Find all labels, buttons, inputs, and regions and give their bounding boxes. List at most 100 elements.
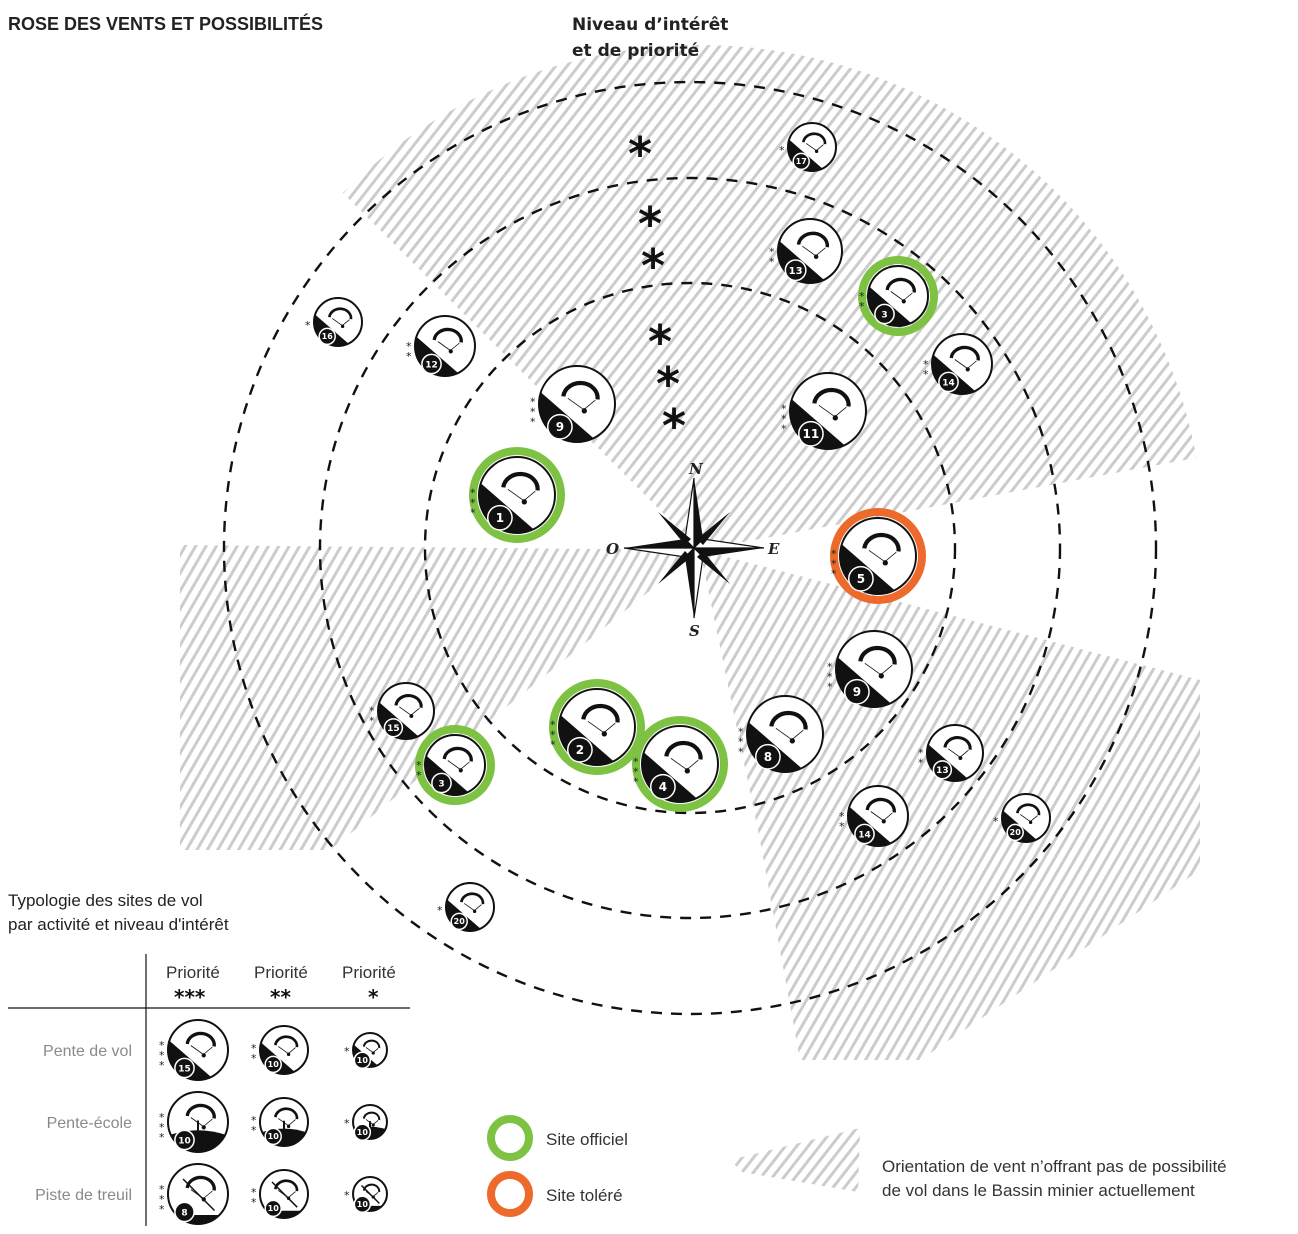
pilot-icon [814, 149, 819, 154]
site-priority-star: * [344, 1045, 350, 1058]
suspension-lines [670, 757, 688, 771]
site-number: 13 [789, 266, 803, 277]
site-number-badge [264, 1055, 282, 1074]
priority-ring-3-stars [423, 281, 957, 815]
suspension-lines [278, 1190, 289, 1198]
suspension-lines [190, 1045, 204, 1055]
compass-point-north [694, 478, 703, 548]
suspension-lines [818, 404, 836, 418]
site-priority-star: * [781, 422, 787, 435]
site-priority-star: * [406, 350, 412, 363]
site-priority-star: * [251, 1052, 257, 1065]
site-number-badge [353, 1051, 372, 1069]
site-number: 13 [936, 766, 949, 776]
site-number-badge [874, 303, 895, 325]
suspension-lines [190, 1189, 204, 1199]
site-priority-star: * [633, 765, 639, 778]
no-wind-legend: Orientation de vent n’offrant pas de pos… [730, 1128, 1227, 1200]
site-number-badge [754, 743, 781, 770]
site-number: 4 [659, 780, 667, 794]
site-number: 10 [268, 1132, 280, 1141]
status-ring [469, 447, 565, 543]
status-ring [632, 716, 728, 812]
no-wind-zone-north-west [240, 45, 700, 550]
pilot-icon [371, 1195, 375, 1199]
site-number-badge [421, 353, 442, 375]
typology-title-line-1: Typologie des sites de vol [8, 891, 203, 910]
site-number-badge [938, 371, 959, 393]
compass-point-east [694, 548, 764, 557]
canopy-icon [885, 277, 916, 293]
site-priority-star: * [779, 144, 785, 157]
compass-point-east-light [692, 538, 765, 549]
site-number: 1 [496, 511, 504, 525]
canopy-icon [460, 892, 485, 905]
suspension-lines [967, 360, 977, 369]
suspension-lines [474, 904, 482, 911]
suspension-lines [686, 759, 699, 771]
site-number-badge [797, 420, 824, 447]
site-priority-star: * [923, 358, 929, 371]
site-marker-8: 8*** [738, 695, 824, 773]
site-marker-17: 17* [779, 122, 837, 172]
pilot-icon [371, 1051, 375, 1055]
pilot-icon [340, 324, 345, 328]
site-officiel-ring [487, 1115, 533, 1161]
site-priority-star: * [738, 725, 744, 738]
suspension-lines [567, 397, 585, 411]
suspension-lines [884, 551, 897, 563]
site-marker-11: 11*** [781, 372, 867, 450]
site-priority-star: * [159, 1059, 165, 1072]
pilot-icon [286, 1052, 291, 1056]
pilot-icon [286, 1124, 291, 1128]
site-priority-star: * [416, 769, 422, 782]
site-marker-15: 15** [369, 682, 435, 740]
typology-icons: 15***10**10*10***10**10*8***10**10* [159, 1019, 388, 1225]
legend-icon-pente-ecole-2: 10** [251, 1097, 309, 1147]
site-priority-star: * [470, 486, 476, 499]
site-priority-star: * [530, 395, 536, 408]
suspension-lines [288, 1191, 296, 1198]
site-number-badge [174, 1057, 195, 1079]
site-number: 16 [322, 332, 334, 341]
site-marker-13: 13** [769, 218, 843, 284]
site-number: 14 [858, 830, 871, 840]
site-priority-star: * [918, 746, 924, 759]
suspension-lines [583, 399, 596, 411]
priority-marker-3-stars-c: * [662, 399, 686, 453]
suspension-lines [278, 1118, 289, 1126]
site-priority-star: * [550, 738, 556, 751]
legend-icon-pente-de-vol-2: 10** [251, 1025, 309, 1075]
suspension-lines [203, 1190, 213, 1199]
pilot-icon [813, 254, 819, 259]
site-marker-16: 16* [305, 297, 363, 347]
site-number: 20 [454, 917, 466, 926]
site-priority-star: * [831, 557, 837, 570]
site-priority-star: * [251, 1196, 257, 1209]
suspension-lines [806, 143, 817, 151]
suspension-lines [523, 490, 536, 502]
priority-marker-1-star: * [628, 127, 652, 181]
compass-rose: N E S O [606, 460, 780, 640]
canopy-icon [442, 746, 473, 762]
site-marker-2: 2*** [549, 679, 645, 775]
site-priority-star: * [470, 506, 476, 519]
canopy-icon [949, 345, 980, 361]
suspension-lines [603, 722, 616, 734]
pilot-icon [965, 367, 970, 372]
site-number-badge [566, 736, 593, 763]
canopy-icon [664, 740, 703, 760]
site-priority-star: * [251, 1186, 257, 1199]
suspension-lines [815, 247, 826, 257]
row-label-pente-de-vol: Pente de vol [43, 1043, 132, 1060]
column-stars-2: ** [270, 985, 291, 1009]
no-wind-label-line-1: Orientation de vent n’offrant pas de pos… [882, 1157, 1227, 1176]
site-priority-star: * [859, 300, 865, 313]
interest-heading-line-1: Niveau d’intérêt [572, 15, 728, 35]
pilot-icon [881, 819, 886, 824]
pilot-icon [521, 499, 527, 505]
canopy-icon [362, 1183, 381, 1193]
site-number: 14 [942, 378, 955, 388]
site-priority-star: * [738, 745, 744, 758]
suspension-lines [464, 903, 475, 911]
